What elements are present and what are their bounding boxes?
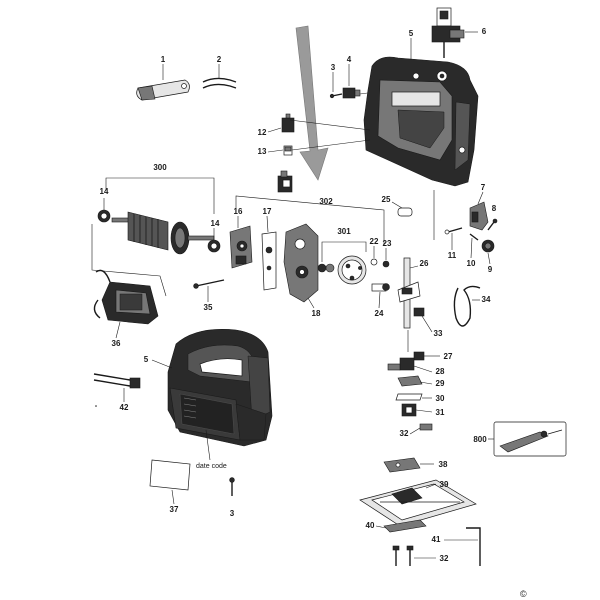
- part-label-28: 28: [436, 367, 445, 376]
- part-label-8: 8: [492, 204, 497, 213]
- part-36-field-stator: [93, 269, 159, 325]
- part-label-3-top: 3: [331, 63, 336, 72]
- part-6-switch: [431, 7, 465, 58]
- part-13-carbon-brush: [283, 145, 293, 156]
- part-label-5-top: 5: [409, 29, 414, 38]
- part-label-1: 1: [161, 55, 166, 64]
- part-armature: [111, 211, 215, 255]
- part-25-bushing: [397, 207, 413, 217]
- part-label-37: 37: [170, 505, 179, 514]
- part-27-clamp-block: [413, 351, 425, 361]
- part-label-3-bottom: 3: [230, 509, 235, 518]
- part-label-26: 26: [420, 259, 429, 268]
- part-label-16: 16: [234, 207, 243, 216]
- date-code-annotation: date code: [196, 463, 227, 470]
- part-label-29: 29: [436, 379, 445, 388]
- part-label-14-left: 14: [100, 187, 109, 196]
- part-5-main-body: [167, 329, 273, 447]
- part-4-clamp: [342, 87, 361, 99]
- part-label-6: 6: [482, 27, 487, 36]
- part-label-36: 36: [112, 339, 121, 348]
- part-label-41: 41: [432, 535, 441, 544]
- part-24-roller-pin: [371, 283, 390, 292]
- part-9-knob: [481, 239, 495, 253]
- part-22-washer: [370, 258, 378, 266]
- part-label-12: 12: [258, 128, 267, 137]
- part-label-22: 22: [370, 237, 379, 246]
- part-16-bearing-plate: [229, 225, 253, 269]
- part-37-label-plate: [149, 459, 191, 491]
- part-800-blade-kit: [493, 421, 567, 457]
- part-23-clip: [382, 260, 390, 268]
- part-label-300: 300: [153, 163, 167, 172]
- part-39-base-shoe: [359, 479, 477, 527]
- part-label-18: 18: [312, 309, 321, 318]
- part-42-power-cord: [93, 373, 141, 389]
- part-label-31: 31: [436, 408, 445, 417]
- part-brush-spring: [277, 170, 293, 193]
- part-29-plate: [397, 375, 423, 387]
- part-2-cable: [202, 77, 237, 89]
- part-label-13: 13: [258, 147, 267, 156]
- part-label-40: 40: [366, 521, 375, 530]
- part-31-holder: [401, 403, 417, 417]
- part-label-32-bottom: 32: [440, 554, 449, 563]
- part-10-pin: [469, 233, 479, 241]
- part-label-34: 34: [482, 295, 491, 304]
- part-3-body-screw: [229, 477, 235, 496]
- part-17-gasket: [261, 231, 277, 291]
- part-label-14-right: 14: [211, 219, 220, 228]
- part-38-guide-plate: [383, 457, 421, 473]
- part-label-25: 25: [382, 195, 391, 204]
- part-label-32-mid: 32: [400, 429, 409, 438]
- pointer-arrow: [295, 25, 329, 181]
- part-label-7: 7: [481, 183, 486, 192]
- part-301-gear-assembly: [317, 255, 367, 285]
- part-label-23: 23: [383, 239, 392, 248]
- part-14-bearing-left: [97, 209, 111, 223]
- part-7-lever-bracket: [469, 201, 489, 231]
- copyright-mark: ©: [520, 589, 527, 599]
- part-41-hex-key: [466, 527, 481, 566]
- part-35-screw: [193, 279, 225, 289]
- part-18-gear-housing: [283, 223, 319, 303]
- part-40-shoe-cover: [383, 519, 427, 533]
- part-label-33: 33: [434, 329, 443, 338]
- part-label-30: 30: [436, 394, 445, 403]
- part-label-301: 301: [337, 227, 351, 236]
- part-label-302: 302: [319, 197, 333, 206]
- part-label-2: 2: [217, 55, 222, 64]
- part-32-shoe-screws: [392, 545, 414, 566]
- part-label-11: 11: [448, 251, 457, 260]
- part-14-bearing-right: [207, 239, 221, 253]
- part-label-10: 10: [467, 259, 476, 268]
- part-5-housing-half: [363, 56, 479, 187]
- part-28-clamp: [387, 357, 415, 371]
- part-30-spring: [395, 393, 423, 401]
- part-12-brush-holder: [281, 113, 295, 133]
- part-33-guide: [413, 307, 425, 317]
- part-8-screw: [487, 218, 498, 231]
- part-label-27: 27: [444, 352, 453, 361]
- part-label-35: 35: [204, 303, 213, 312]
- part-34-wire-spring: [453, 285, 481, 327]
- part-11-rod: [444, 227, 463, 235]
- part-32-set-screw: [419, 423, 433, 431]
- part-label-4: 4: [347, 55, 352, 64]
- part-1-switch-lever: [136, 79, 190, 101]
- part-label-39: 39: [440, 480, 449, 489]
- part-3-screw: [329, 93, 343, 99]
- part-label-38: 38: [439, 460, 448, 469]
- part-label-17: 17: [263, 207, 272, 216]
- part-label-24: 24: [375, 309, 384, 318]
- part-label-9: 9: [488, 265, 493, 274]
- part-26-plunger: [397, 257, 421, 329]
- part-label-800: 800: [473, 435, 487, 444]
- part-label-5-bottom: 5: [144, 355, 149, 364]
- part-label-42: 42: [120, 403, 129, 412]
